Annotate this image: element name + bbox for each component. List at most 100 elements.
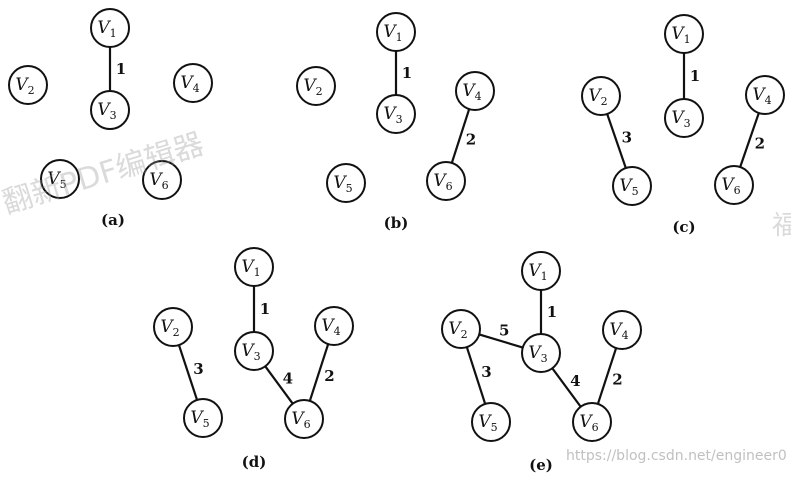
node-v5: V5 bbox=[183, 398, 223, 438]
edge-V3-V6 bbox=[264, 365, 294, 405]
node-v3: V3 bbox=[664, 98, 704, 138]
node-v3: V3 bbox=[376, 94, 416, 134]
node-v1: V1 bbox=[521, 251, 561, 291]
node-circle bbox=[664, 98, 704, 138]
edge-weight: 1 bbox=[260, 300, 270, 318]
node-v3: V3 bbox=[521, 333, 561, 373]
node-circle bbox=[441, 309, 481, 349]
node-v2: V2 bbox=[581, 76, 621, 116]
node-circle bbox=[426, 161, 466, 201]
node-circle bbox=[602, 310, 642, 350]
panel-caption: (c) bbox=[672, 218, 695, 236]
node-label: V3 bbox=[528, 343, 547, 365]
node-v1: V1 bbox=[234, 247, 274, 287]
node-v4: V4 bbox=[314, 306, 354, 346]
node-v3: V3 bbox=[234, 331, 274, 371]
node-circle bbox=[612, 166, 652, 206]
node-circle bbox=[90, 90, 130, 130]
node-label: V6 bbox=[579, 412, 598, 434]
node-label: V4 bbox=[752, 85, 771, 107]
node-circle bbox=[234, 247, 274, 287]
node-v6: V6 bbox=[426, 161, 466, 201]
node-label: V6 bbox=[149, 170, 168, 192]
node-label: V4 bbox=[180, 73, 199, 95]
node-circle bbox=[664, 14, 704, 54]
node-label: V3 bbox=[97, 100, 116, 122]
node-circle bbox=[581, 76, 621, 116]
node-label: V4 bbox=[609, 320, 628, 342]
node-v5: V5 bbox=[40, 159, 80, 199]
edge-V2-V5 bbox=[606, 113, 627, 169]
node-circle bbox=[521, 251, 561, 291]
edge-V4-V6 bbox=[596, 347, 618, 405]
node-label: V6 bbox=[291, 409, 310, 431]
edge-V4-V6 bbox=[308, 343, 330, 402]
edge-weight: 3 bbox=[622, 128, 632, 146]
node-label: V6 bbox=[433, 171, 452, 193]
node-circle bbox=[40, 159, 80, 199]
node-circle bbox=[153, 307, 193, 347]
node-v5: V5 bbox=[326, 163, 366, 203]
node-label: V5 bbox=[478, 412, 497, 434]
edge-weight: 3 bbox=[481, 363, 491, 381]
node-v6: V6 bbox=[142, 160, 182, 200]
node-label: V5 bbox=[190, 408, 209, 430]
node-circle bbox=[142, 160, 182, 200]
node-v4: V4 bbox=[602, 310, 642, 350]
node-circle bbox=[183, 398, 223, 438]
node-circle bbox=[296, 66, 336, 106]
node-label: V5 bbox=[619, 176, 638, 198]
node-v1: V1 bbox=[90, 8, 130, 48]
edge-weight: 4 bbox=[283, 369, 293, 387]
node-v5: V5 bbox=[471, 402, 511, 442]
node-label: V2 bbox=[15, 75, 34, 97]
edge-weight: 4 bbox=[570, 372, 580, 390]
edge-V4-V6 bbox=[450, 108, 471, 164]
node-v6: V6 bbox=[284, 399, 324, 439]
panel-caption: (a) bbox=[101, 211, 125, 229]
node-v4: V4 bbox=[745, 75, 785, 115]
node-label: V4 bbox=[462, 81, 481, 103]
node-circle bbox=[471, 402, 511, 442]
panel-caption: (e) bbox=[529, 456, 553, 474]
node-v1: V1 bbox=[664, 14, 704, 54]
node-circle bbox=[234, 331, 274, 371]
node-v1: V1 bbox=[376, 12, 416, 52]
edge-V3-V6 bbox=[551, 367, 582, 408]
node-label: V2 bbox=[160, 317, 179, 339]
panel-caption: (d) bbox=[242, 453, 267, 471]
node-label: V3 bbox=[241, 341, 260, 363]
edge-weight: 1 bbox=[547, 303, 557, 321]
edge-V4-V6 bbox=[739, 112, 760, 168]
edge-weight: 3 bbox=[193, 360, 203, 378]
node-v2: V2 bbox=[153, 307, 193, 347]
node-circle bbox=[314, 306, 354, 346]
node-label: V3 bbox=[671, 108, 690, 130]
edge-weight: 2 bbox=[612, 370, 622, 388]
edge-weight: 1 bbox=[116, 60, 126, 78]
node-label: V1 bbox=[528, 261, 547, 283]
node-label: V5 bbox=[333, 173, 352, 195]
edge-V2-V3 bbox=[478, 333, 524, 349]
panel-caption: (b) bbox=[384, 214, 409, 232]
node-label: V6 bbox=[721, 175, 740, 197]
node-v5: V5 bbox=[612, 166, 652, 206]
node-circle bbox=[376, 94, 416, 134]
node-label: V4 bbox=[321, 316, 340, 338]
watermark-url: https://blog.csdn.net/engineer0 bbox=[566, 448, 787, 464]
node-label: V2 bbox=[448, 319, 467, 341]
edge-weight: 5 bbox=[499, 321, 509, 339]
edge-V2-V5 bbox=[177, 344, 199, 401]
node-circle bbox=[714, 165, 754, 205]
node-circle bbox=[173, 63, 213, 103]
node-label: V5 bbox=[47, 169, 66, 191]
edge-V2-V5 bbox=[465, 346, 487, 405]
node-v2: V2 bbox=[296, 66, 336, 106]
node-label: V1 bbox=[241, 257, 260, 279]
node-label: V3 bbox=[383, 104, 402, 126]
